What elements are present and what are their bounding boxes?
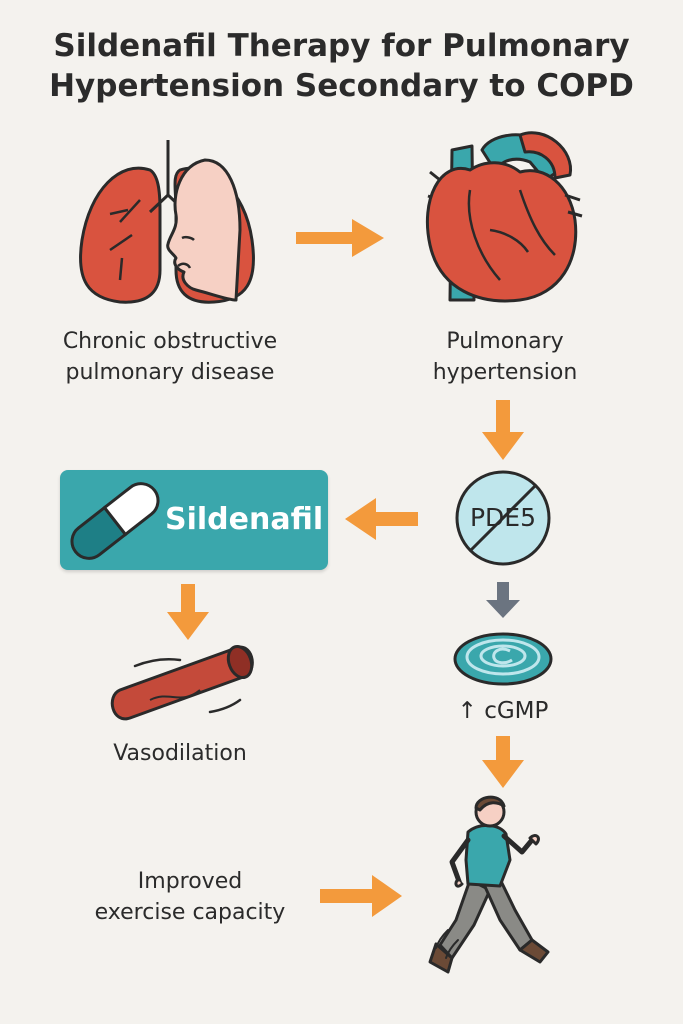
exercise-label-line-1: Improved (137, 869, 243, 894)
sildenafil-label: Sildenafil (165, 502, 324, 537)
title-line-2: Hypertension Secondary to COPD (49, 68, 634, 104)
ph-label-line-2: hypertension (432, 360, 578, 385)
copd-label-line-1: Chronic obstructive (62, 329, 278, 354)
copd-label-line-2: pulmonary disease (65, 360, 275, 385)
exercise-label-line-2: exercise capacity (94, 900, 286, 925)
ph-label: Pulmonary hypertension (390, 326, 620, 388)
page-title: Sildenafil Therapy for Pulmonary Hyperte… (0, 26, 683, 106)
copd-label: Chronic obstructive pulmonary disease (30, 326, 310, 388)
cgmp-label: ↑ cGMP (457, 698, 549, 724)
ph-label-line-1: Pulmonary (446, 329, 564, 354)
exercise-label: Improved exercise capacity (70, 866, 310, 928)
vasodilation-label: Vasodilation (113, 741, 247, 766)
pde5-label: PDE5 (469, 503, 537, 532)
title-line-1: Sildenafil Therapy for Pulmonary (53, 28, 630, 64)
